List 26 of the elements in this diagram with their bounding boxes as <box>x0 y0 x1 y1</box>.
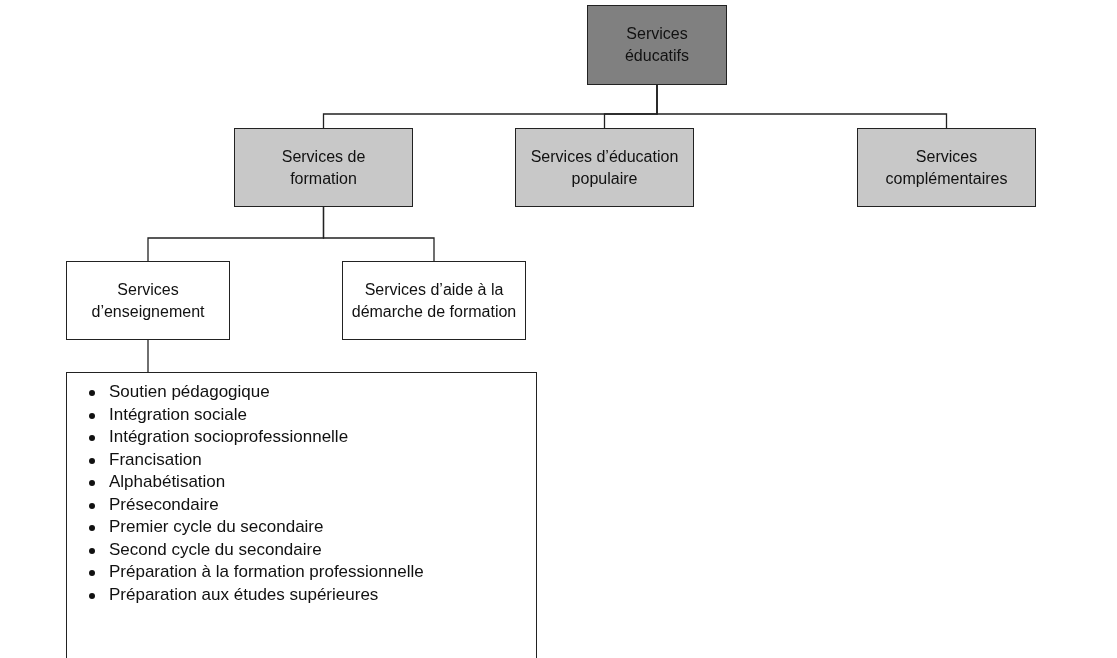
box-label: Services de formation <box>280 146 367 189</box>
list-item: Francisation <box>87 448 536 471</box>
list-item: Préparation à la formation professionnelle <box>87 561 536 584</box>
box-label: Services d’enseignement <box>90 279 206 322</box>
list-item: Présecondaire <box>87 493 536 516</box>
list-item: Préparation aux études supérieures <box>87 583 536 606</box>
list-item: Second cycle du secondaire <box>87 538 536 561</box>
box-label: Services d’éducation populaire <box>529 146 680 189</box>
box-label: Services complémentaires <box>884 146 1009 189</box>
list-item: Alphabétisation <box>87 471 536 494</box>
list-item: Premier cycle du secondaire <box>87 516 536 539</box>
org-box <box>342 261 526 340</box>
org-box <box>857 128 1036 207</box>
org-box <box>234 128 413 207</box>
box-label: Services éducatifs <box>623 24 690 66</box>
org-box <box>66 261 230 340</box>
connector-line <box>147 339 149 373</box>
list-item: Intégration sociale <box>87 403 536 426</box>
org-box <box>587 5 727 85</box>
list-item: Intégration socioprofessionnelle <box>87 426 536 449</box>
list-item: Soutien pédagogique <box>87 381 536 404</box>
org-box <box>515 128 694 207</box>
box-label: Services d’aide à la démarche de formation <box>350 279 518 322</box>
list-box <box>66 372 537 658</box>
connector-line <box>322 206 435 262</box>
connector-line <box>656 84 948 129</box>
